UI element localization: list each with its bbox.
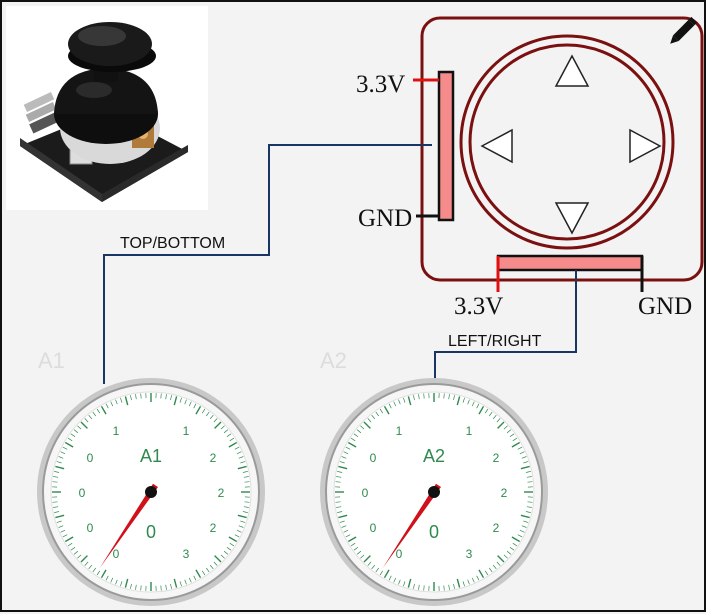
gauge-a2-scale-right-lower: 2 [493, 521, 500, 535]
gauge-a1-scale-left-lower: 0 [87, 521, 94, 535]
gauge-a1-ghost-label: A1 [38, 348, 65, 373]
pencil-icon[interactable] [667, 17, 697, 47]
top-bottom-wire-label: TOP/BOTTOM [120, 235, 225, 252]
horizontal-pot-ground-label: GND [638, 293, 692, 320]
dial-tick [336, 482, 341, 483]
dial-tick [528, 502, 533, 503]
dial-tick [424, 394, 425, 399]
dial-tick [444, 394, 445, 399]
vertical-pot-power-label: 3.3V [356, 71, 405, 98]
gauge-a1-scale-top-right: 1 [183, 424, 190, 438]
gauge-a2-scale-top-left: 1 [396, 424, 403, 438]
dial-tick [336, 502, 341, 503]
dial-tick [245, 502, 250, 503]
dial-tick [245, 482, 250, 483]
left-right-wire-label: LEFT/RIGHT [448, 333, 542, 350]
dial-tick [424, 586, 425, 591]
gauge-a2-scale-bottom-left: 0 [396, 547, 403, 561]
gauge-a1-scale-bottom-left: 0 [113, 547, 120, 561]
vertical-potentiometer [439, 72, 453, 220]
gauge-a1-face-label: A1 [140, 446, 162, 466]
gauge-a2-hub [428, 486, 440, 498]
down-arrow-icon [556, 203, 588, 233]
horizontal-pot-power-label: 3.3V [454, 293, 503, 320]
dial-tick [528, 482, 533, 483]
dial-tick [53, 482, 58, 483]
horizontal-potentiometer [498, 256, 642, 270]
top-bottom-wire [104, 145, 432, 384]
right-arrow-icon [630, 130, 660, 162]
gauge-a2-ghost-label: A2 [320, 348, 347, 373]
joystick-module-frame [422, 18, 702, 280]
gauge-a2-scale-right-mid: 2 [501, 486, 508, 500]
gauge-a1-scale-left-mid: 0 [79, 486, 86, 500]
dial-tick [444, 586, 445, 591]
dial-tick [161, 586, 162, 591]
gauge-a1-scale-left-upper: 0 [87, 451, 94, 465]
up-arrow-icon [556, 56, 588, 86]
dial-tick [53, 502, 58, 503]
dial-tick [141, 586, 142, 591]
dial-tick [141, 394, 142, 399]
gauge-a2-scale-left-upper: 0 [370, 451, 377, 465]
gauge-a1-scale-bottom-right: 3 [183, 547, 190, 561]
gauge-a2-value: 0 [429, 522, 439, 542]
dial-tick [161, 394, 162, 399]
gauge-a2-scale-bottom-right: 3 [466, 547, 473, 561]
gauge-a1-hub [145, 486, 157, 498]
gauge-a1-scale-right-upper: 2 [210, 451, 217, 465]
gauge-a2: A2 0 0 0 0 1 1 2 2 2 0 3 [320, 378, 548, 606]
gauge-a1: A1 0 0 0 0 1 1 2 2 2 0 3 [37, 378, 265, 606]
gauge-a1-scale-right-mid: 2 [218, 486, 225, 500]
gauge-a2-scale-right-upper: 2 [493, 451, 500, 465]
left-arrow-icon [482, 130, 512, 162]
gauge-a1-value: 0 [146, 522, 156, 542]
gauge-a1-scale-right-lower: 2 [210, 521, 217, 535]
vertical-pot-ground-label: GND [358, 205, 412, 232]
gauge-a2-face-label: A2 [423, 446, 445, 466]
gauge-a2-scale-left-lower: 0 [370, 521, 377, 535]
gauge-a2-scale-left-mid: 0 [362, 486, 369, 500]
gauge-a1-scale-top-left: 1 [113, 424, 120, 438]
left-right-wire [435, 270, 576, 384]
gauge-a2-scale-top-right: 1 [466, 424, 473, 438]
